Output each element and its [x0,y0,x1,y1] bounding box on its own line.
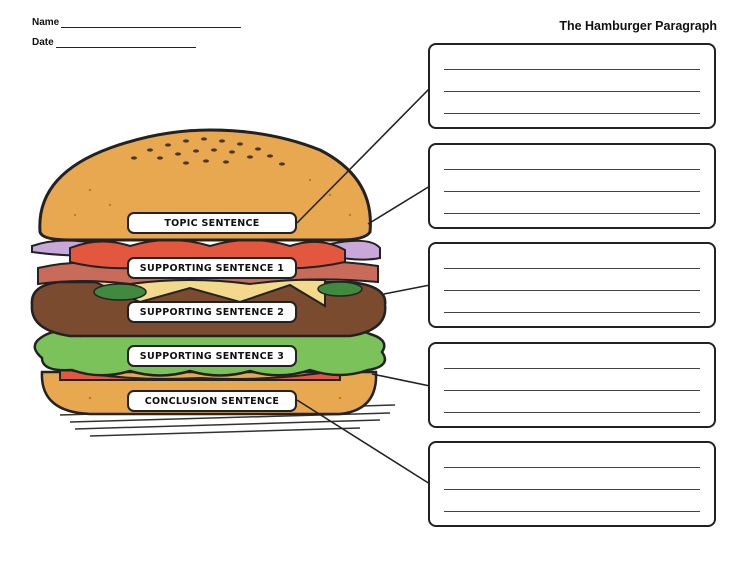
name-label: Name [32,17,60,28]
writing-line[interactable] [444,312,700,313]
writing-box-supporting-1[interactable] [428,143,716,229]
label-supporting-sentence-3: SUPPORTING SENTENCE 3 [127,345,297,367]
writing-line[interactable] [444,169,700,170]
connector-lines [296,87,431,485]
writing-line[interactable] [444,191,700,192]
page-title: The Hamburger Paragraph [559,19,717,33]
writing-line[interactable] [444,412,700,413]
writing-line[interactable] [444,113,700,114]
writing-line[interactable] [444,91,700,92]
writing-line[interactable] [444,213,700,214]
writing-line[interactable] [444,368,700,369]
writing-box-topic[interactable] [428,43,716,129]
name-field[interactable]: Name [32,17,242,28]
writing-box-supporting-2[interactable] [428,242,716,328]
date-blank-line[interactable] [55,37,196,48]
writing-line[interactable] [444,511,700,512]
sesame-seeds [131,137,285,166]
date-label: Date [32,37,54,48]
writing-line[interactable] [444,489,700,490]
writing-box-conclusion[interactable] [428,441,716,527]
label-topic-sentence: TOPIC SENTENCE [127,212,297,234]
label-supporting-sentence-2: SUPPORTING SENTENCE 2 [127,301,297,323]
pickle-2 [317,281,363,297]
name-blank-line[interactable] [61,17,242,28]
bun-texture [73,178,352,400]
writing-line[interactable] [444,290,700,291]
label-supporting-sentence-1: SUPPORTING SENTENCE 1 [127,257,297,279]
pickle-1 [93,283,147,301]
writing-line[interactable] [444,467,700,468]
label-conclusion-sentence: CONCLUSION SENTENCE [127,390,297,412]
writing-line[interactable] [444,390,700,391]
connector-line-1 [296,87,431,224]
writing-line[interactable] [444,69,700,70]
writing-line[interactable] [444,268,700,269]
date-field[interactable]: Date [32,37,196,48]
writing-box-supporting-3[interactable] [428,342,716,428]
